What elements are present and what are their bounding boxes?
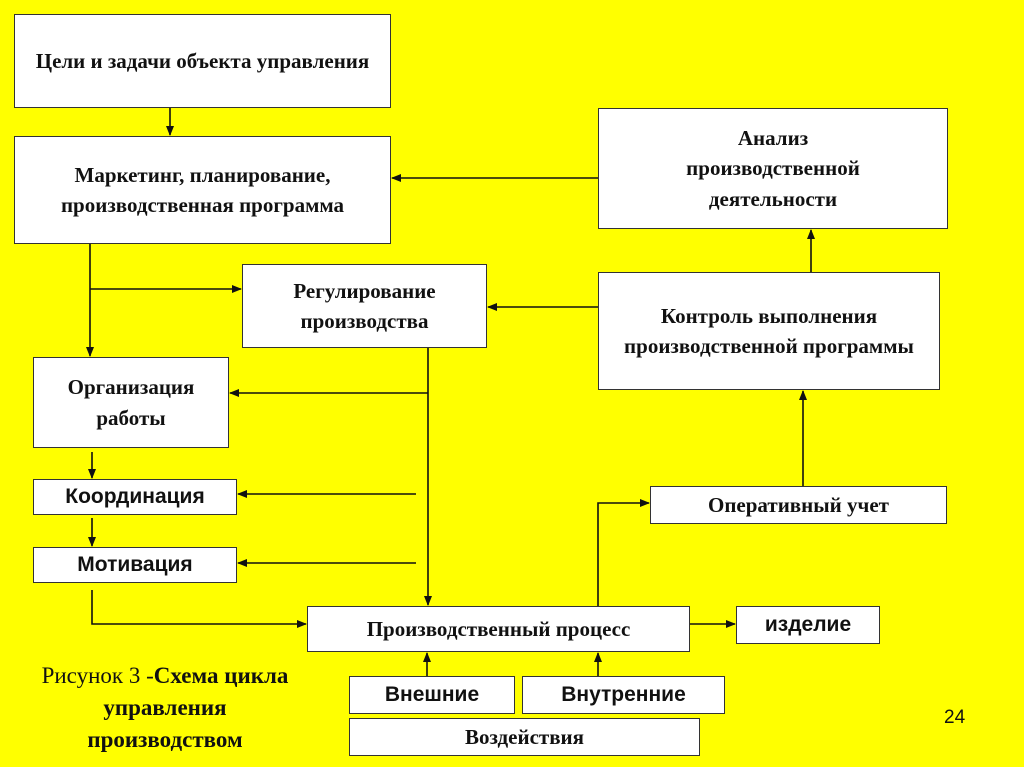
goals-box: Цели и задачи объекта управления [14, 14, 391, 108]
internal-box: Внутренние [522, 676, 725, 714]
external-box: Внешние [349, 676, 515, 714]
caption-title: Схема цикла управления производством [87, 663, 289, 753]
analysis-box: Анализ производственной деятельности [598, 108, 948, 229]
organization-box: Организация работы [33, 357, 229, 448]
process-box: Производственный процесс [307, 606, 690, 652]
influences-box: Воздействия [349, 718, 700, 756]
coordination-box: Координация [33, 479, 237, 515]
page-number: 24 [944, 707, 966, 728]
caption-prefix: Рисунок 3 - [41, 663, 154, 688]
control-box: Контроль выполнения производственной про… [598, 272, 940, 390]
arrow-process-to-accounting [597, 499, 650, 606]
product-box: изделие [736, 606, 880, 644]
accounting-box: Оперативный учет [650, 486, 947, 524]
motivation-box: Мотивация [33, 547, 237, 583]
marketing-box: Маркетинг, планирование, производственна… [14, 136, 391, 244]
regulation-box: Регулирование производства [242, 264, 487, 348]
arrow-motivation-to-process [91, 590, 307, 628]
figure-caption: Рисунок 3 -Схема цикла управления произв… [30, 660, 300, 757]
